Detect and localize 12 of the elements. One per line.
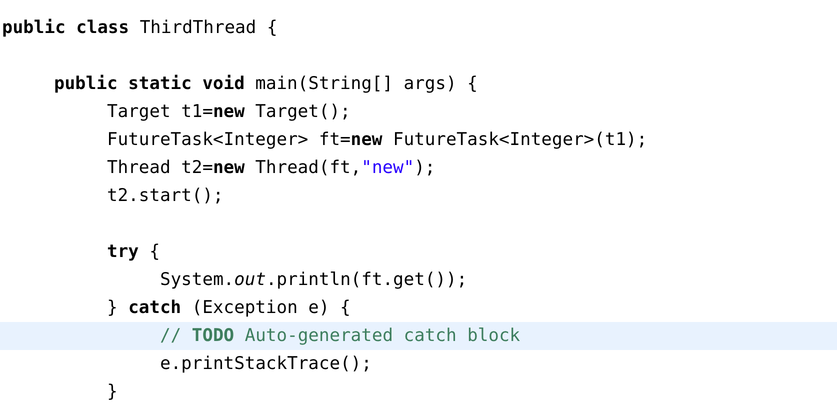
code-line: } catch (Exception e) {: [107, 297, 351, 320]
code-line: e.printStackTrace();: [160, 353, 372, 376]
code-line: System.out.println(ft.get());: [160, 269, 468, 292]
code-comment: // TODO Auto-generated catch block: [160, 325, 520, 348]
code-line: FutureTask<Integer> ft=new FutureTask<Integer>(t1);: [107, 129, 648, 152]
code-line: Target t1=new Target();: [107, 101, 351, 124]
code-line: try {: [107, 241, 160, 264]
code-line: public class ThirdThread {: [2, 17, 278, 40]
code-line: public static void main(String[] args) {: [54, 73, 478, 96]
code-line: }: [107, 381, 118, 404]
code-line: Thread t2=new Thread(ft,"new");: [107, 157, 436, 180]
code-line: t2.start();: [107, 185, 224, 208]
